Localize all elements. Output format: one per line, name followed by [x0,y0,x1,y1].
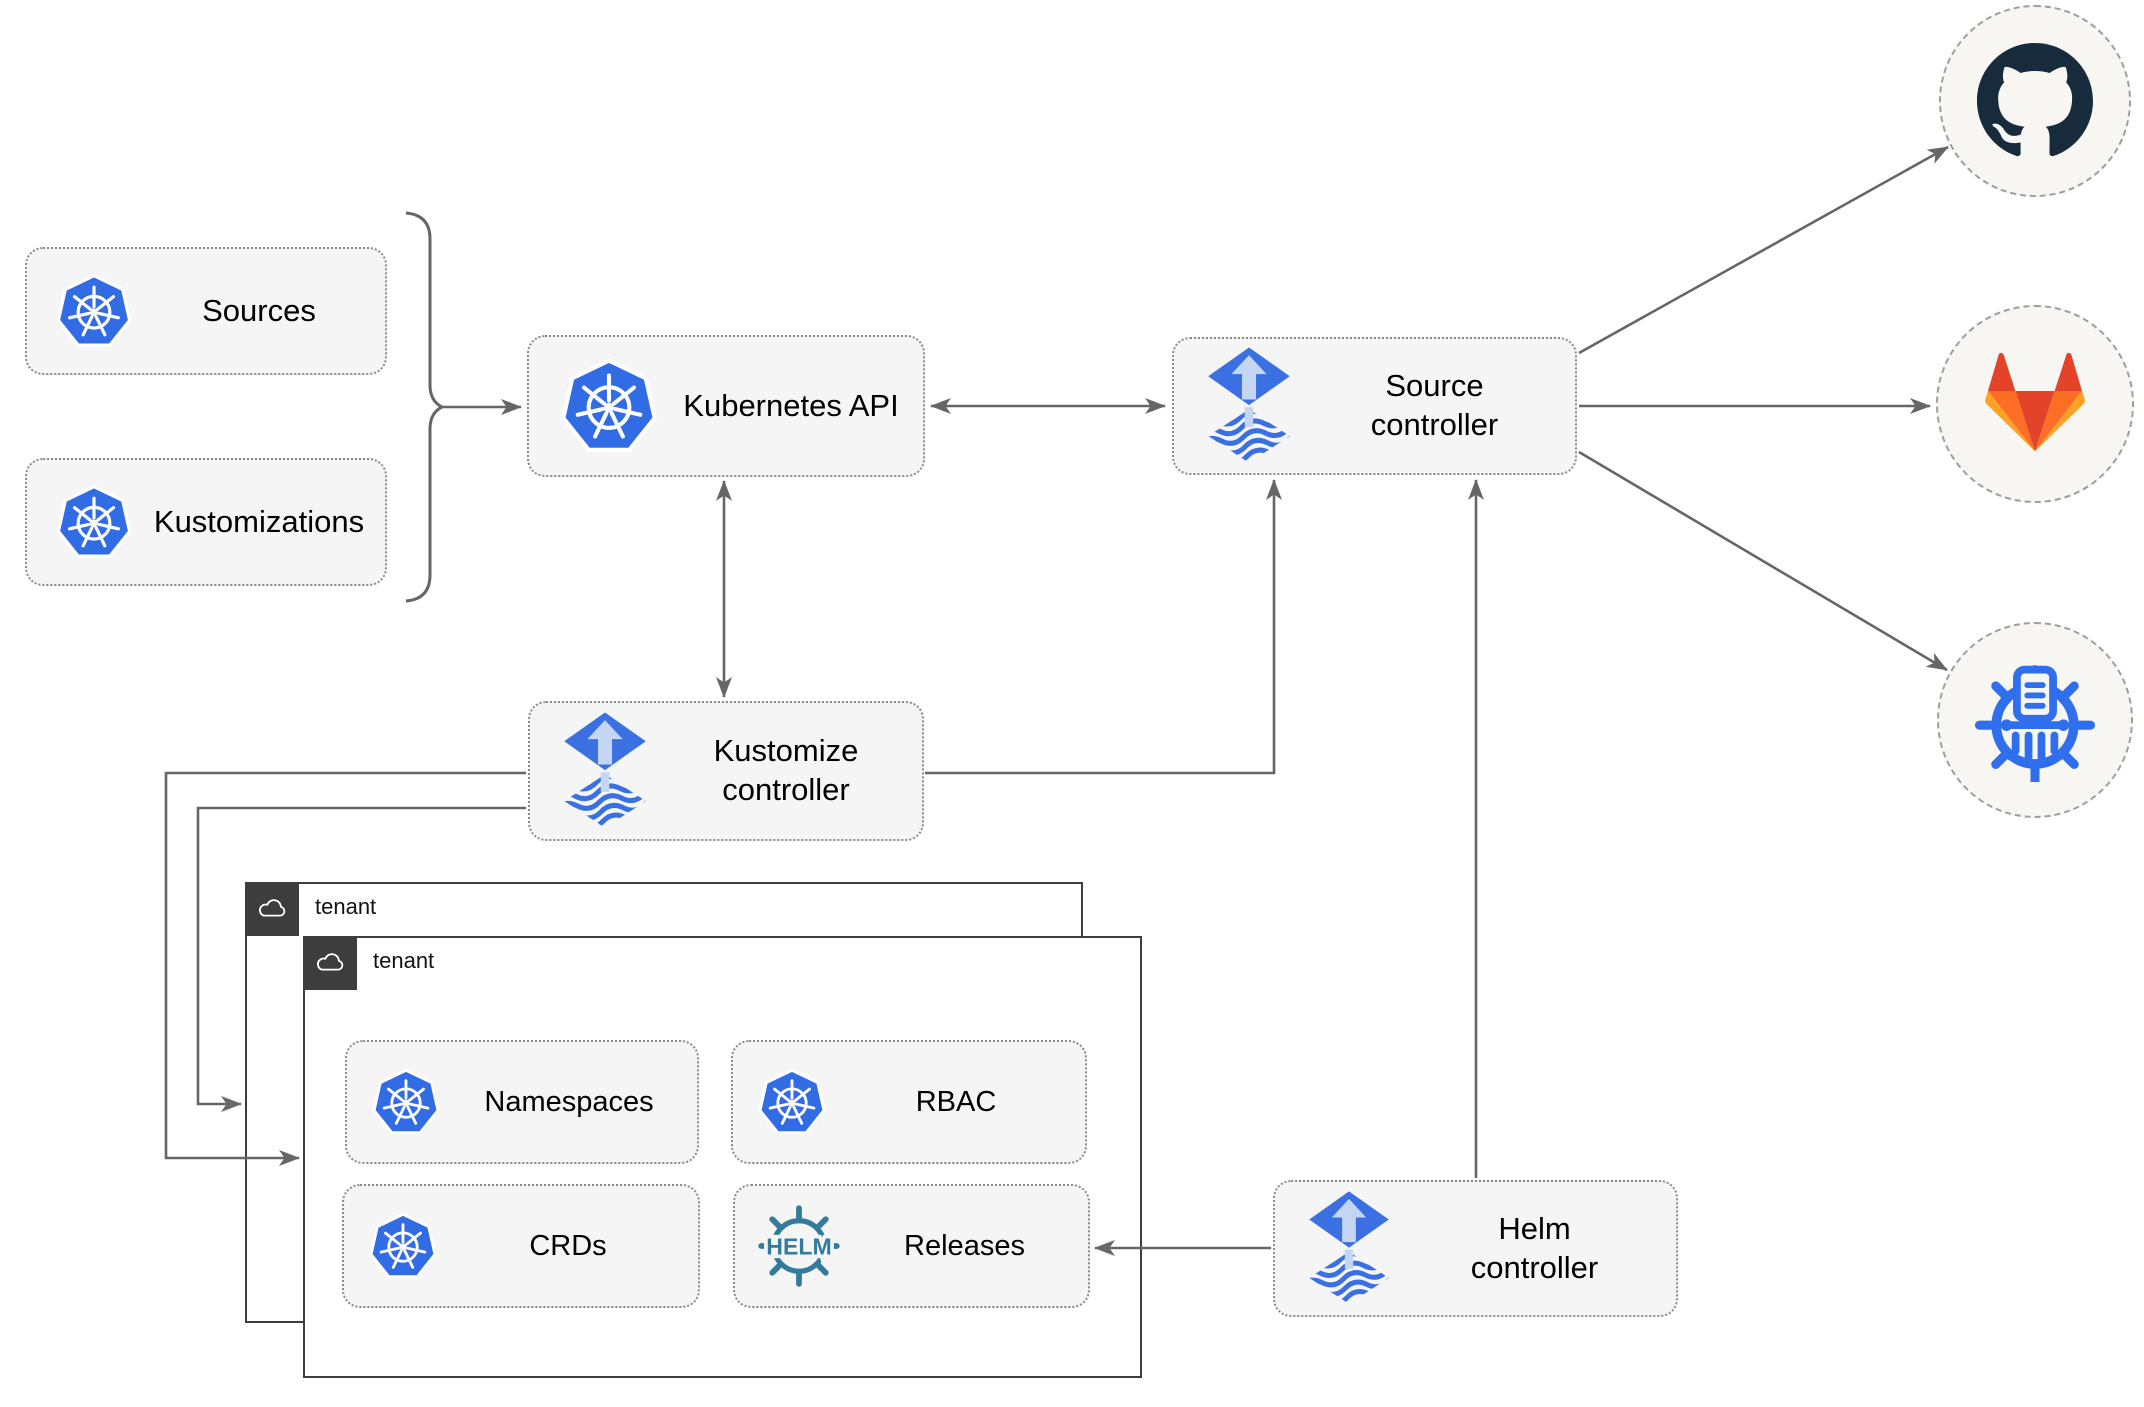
node-helm-controller: Helm controller [1273,1180,1678,1317]
node-kustomize-controller-label: Kustomize controller [713,733,859,807]
kubernetes-icon [757,1067,827,1137]
kubernetes-icon [368,1211,438,1281]
kubernetes-icon [559,356,659,456]
node-source-controller: Source controller [1172,337,1577,475]
kubernetes-manifests-icon [1973,658,2097,782]
flux-icon [560,711,650,832]
node-kubernetes-api-label: Kubernetes API [683,387,899,423]
kubernetes-icon [55,272,133,350]
tenant-back-label: tenant [315,894,377,919]
arrow-source-controller-to-manifests [1578,450,1948,672]
flux-icon [1204,346,1294,467]
node-namespaces-label: Namespaces [484,1085,654,1118]
node-rbac: RBAC [731,1040,1087,1164]
helm-logo-text: HELM [766,1233,831,1259]
node-sources-label: Sources [202,292,316,328]
tenant-front-header [302,935,357,990]
brace-sources-kustomizations [405,211,446,603]
node-releases: HELM Releases [733,1184,1090,1308]
node-namespaces: Namespaces [345,1040,699,1164]
node-source-controller-label: Source controller [1370,368,1499,442]
cloud-icon [256,897,288,921]
node-sources: Sources [25,247,387,375]
gitlab-endpoint [1936,305,2134,503]
node-crds-label: CRDs [529,1229,607,1262]
node-kustomizations: Kustomizations [25,458,387,586]
arrow-source-controller-to-github [1578,145,1949,355]
node-crds: CRDs [342,1184,700,1308]
github-icon [1976,43,2094,159]
helm-icon: HELM [757,1204,841,1288]
flux-icon [1305,1190,1393,1308]
tenant-front-label: tenant [373,948,435,973]
node-rbac-label: RBAC [915,1085,997,1118]
node-helm-controller-label: Helm controller [1470,1210,1599,1285]
github-endpoint [1939,5,2131,197]
kubernetes-icon [371,1067,441,1137]
kubernetes-icon [55,483,133,561]
node-kustomizations-label: Kustomizations [153,503,365,539]
node-kubernetes-api: Kubernetes API [527,335,925,477]
node-releases-label: Releases [904,1229,1025,1262]
cloud-icon [314,951,346,975]
gitlab-icon [1983,352,2087,456]
node-kustomize-controller: Kustomize controller [528,701,924,841]
arrow-kustomize-controller-to-source-controller [925,479,1282,775]
tenant-back-header [244,881,299,936]
kubernetes-manifests-endpoint [1937,622,2133,818]
